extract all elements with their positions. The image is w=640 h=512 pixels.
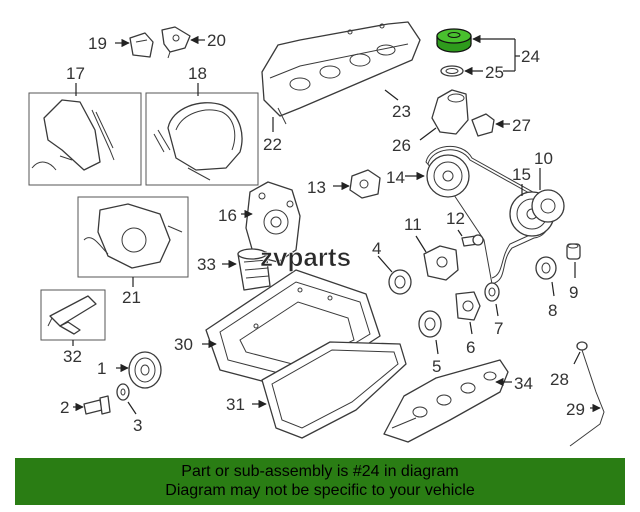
part-26-engine-mount[interactable] [431, 89, 469, 135]
callout-34: 34 [514, 374, 533, 393]
banner-line-1: Part or sub-assembly is #24 in diagram [181, 463, 459, 480]
part-34-intake-manifold[interactable] [383, 359, 509, 443]
part-16-oil-pump[interactable] [245, 181, 301, 263]
callout-13: 13 [307, 178, 326, 197]
callout-20: 20 [207, 31, 226, 50]
watermark-text: zvparts [260, 242, 351, 272]
callout-9: 9 [569, 283, 578, 302]
callout-16: 16 [218, 206, 237, 225]
callout-11: 11 [404, 215, 422, 234]
callout-33: 33 [197, 255, 216, 274]
part-33-oil-filter[interactable] [237, 248, 271, 291]
info-banner: Part or sub-assembly is #24 in diagram D… [15, 458, 625, 505]
part-8-idler[interactable] [535, 256, 557, 280]
banner-line-2: Diagram may not be specific to your vehi… [165, 482, 475, 499]
part-7-seal[interactable] [484, 282, 500, 302]
part-27-sensor[interactable] [471, 113, 495, 137]
callout-17: 17 [66, 64, 85, 83]
callout-18: 18 [188, 64, 207, 83]
part-6-oil-seal-housing[interactable] [455, 291, 481, 321]
callout-3: 3 [133, 416, 142, 435]
callout-22: 22 [263, 135, 282, 154]
part-28-dipstick[interactable] [569, 341, 605, 447]
callout-30: 30 [174, 335, 193, 354]
part-31-oil-pan-lower[interactable] [261, 341, 407, 439]
part-11-tensioner[interactable] [423, 245, 459, 281]
callout-26: 26 [392, 136, 411, 155]
part-17-timing-cover-upper[interactable] [31, 99, 115, 171]
zvparts-watermark: zvparts [260, 242, 352, 273]
callout-24: 24 [521, 47, 540, 66]
part-32-sealant-tube[interactable] [47, 295, 97, 335]
callout-31: 31 [226, 395, 245, 414]
exploded-parts-diagram: 19 20 17 18 22 23 [28, 21, 605, 447]
part-15-camshaft-sprocket[interactable] [426, 154, 470, 198]
callout-25: 25 [485, 63, 504, 82]
part-18-timing-cover[interactable] [153, 102, 243, 181]
part-10-camshaft-sprocket[interactable] [509, 189, 565, 237]
part-9-bushing[interactable] [566, 243, 581, 260]
part-5-crank-sprocket[interactable] [418, 310, 442, 338]
part-21-timing-cover-lower[interactable] [83, 203, 183, 269]
part-17-frame [28, 92, 142, 186]
part-13-sensor[interactable] [349, 169, 381, 199]
callout-15: 15 [512, 165, 531, 184]
callout-32: 32 [63, 347, 82, 366]
part-4-idler-pulley[interactable] [388, 269, 412, 295]
part-23-valve-cover[interactable] [261, 21, 421, 125]
part-25-gasket[interactable] [440, 65, 464, 77]
part-3-washer[interactable] [116, 383, 130, 401]
callout-8: 8 [548, 301, 557, 320]
callout-4: 4 [372, 239, 381, 258]
callout-29: 29 [566, 400, 585, 419]
callout-2: 2 [60, 398, 69, 417]
callout-5: 5 [432, 357, 441, 376]
callout-21: 21 [122, 288, 141, 307]
callout-12: 12 [446, 209, 465, 228]
part-18-frame [145, 92, 259, 186]
part-24-oil-filler-cap[interactable] [436, 28, 472, 53]
part-1-crankshaft-pulley[interactable] [128, 351, 162, 389]
callout-1: 1 [97, 359, 106, 378]
part-2-crank-bolt[interactable] [83, 395, 111, 415]
callout-27: 27 [512, 116, 531, 135]
callout-6: 6 [466, 338, 475, 357]
callout-19: 19 [88, 34, 107, 53]
callout-10: 10 [534, 149, 553, 168]
callout-23: 23 [392, 102, 411, 121]
part-20-bracket[interactable] [161, 26, 191, 59]
callout-7: 7 [494, 319, 503, 338]
callout-28: 28 [550, 370, 569, 389]
part-12-bolt[interactable] [461, 234, 484, 247]
part-19-bracket[interactable] [129, 32, 154, 58]
callout-14: 14 [386, 168, 405, 187]
